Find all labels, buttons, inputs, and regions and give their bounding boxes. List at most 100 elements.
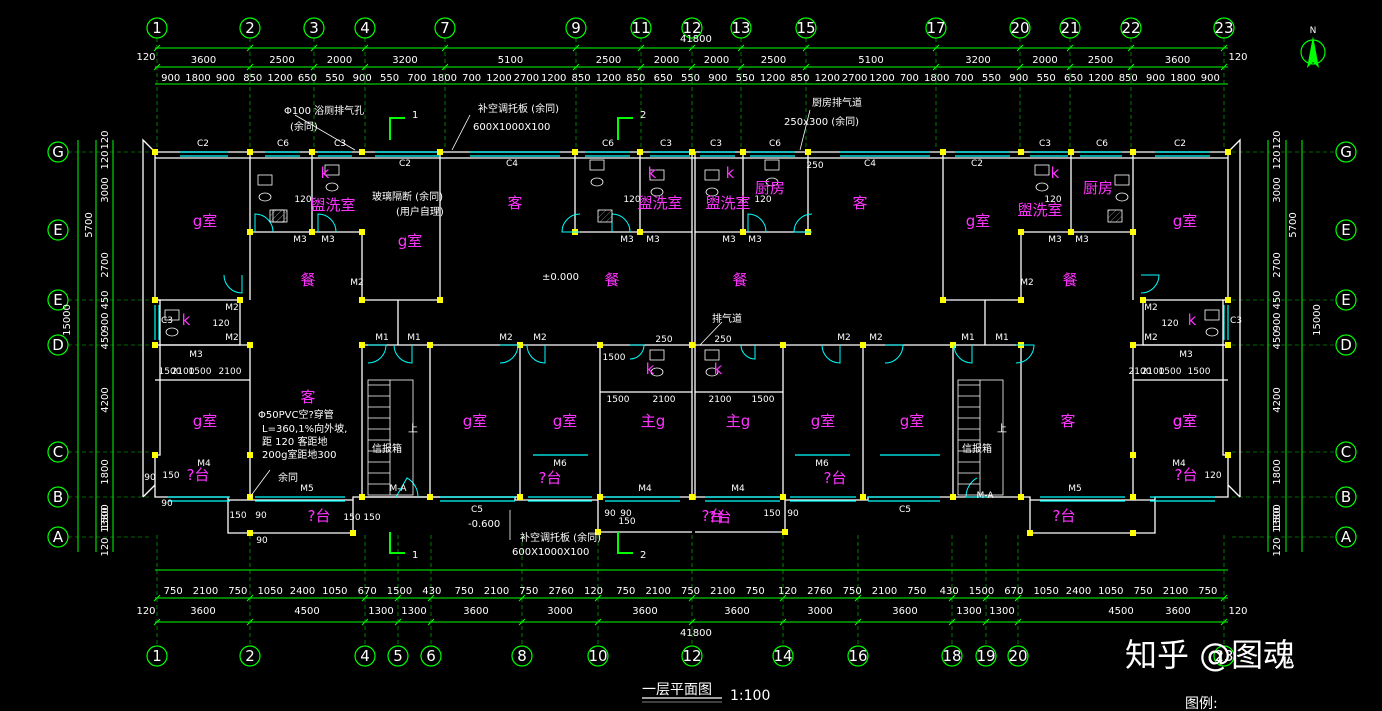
value-tag: 150 bbox=[229, 511, 246, 521]
axis-bubble-top bbox=[239, 17, 261, 39]
column bbox=[782, 529, 788, 535]
column bbox=[247, 452, 253, 458]
door-swing bbox=[561, 213, 581, 233]
door-tag: M6 bbox=[815, 459, 829, 469]
dim-right-inner: 3000 bbox=[1272, 177, 1283, 202]
column bbox=[427, 342, 433, 348]
column bbox=[359, 229, 365, 235]
room-label: g室 bbox=[966, 212, 991, 230]
column bbox=[805, 149, 811, 155]
axis-bubble-bottom bbox=[772, 645, 794, 667]
axis-label-right: E bbox=[1341, 291, 1350, 309]
column bbox=[597, 342, 603, 348]
axis-label-left: D bbox=[52, 336, 64, 354]
note-ac-board-top: 补空调托板 (余同) bbox=[478, 102, 559, 115]
axis-bubble-bottom bbox=[587, 645, 609, 667]
dim-top-row2: 1200 bbox=[815, 73, 840, 84]
door-swing bbox=[395, 477, 419, 498]
dim-top-row2: 850 bbox=[626, 73, 645, 84]
fixture bbox=[258, 192, 272, 202]
door-tag: M3 bbox=[1075, 235, 1089, 245]
axis-bubble-right bbox=[1335, 219, 1357, 241]
column bbox=[152, 149, 158, 155]
axis-label-top: 9 bbox=[571, 19, 581, 37]
dim-bottom-row1: 750 bbox=[616, 586, 635, 597]
door-swing bbox=[884, 344, 904, 364]
column bbox=[597, 494, 603, 500]
value-tag: 90 bbox=[256, 536, 268, 546]
axis-label-top: 1 bbox=[152, 19, 162, 37]
dim-left-inner: 450 bbox=[100, 330, 111, 349]
axis-bubble-right bbox=[1335, 334, 1357, 356]
dim-top-row2: 1200 bbox=[869, 73, 894, 84]
column bbox=[1018, 149, 1024, 155]
axis-grid-lines bbox=[68, 38, 1336, 646]
axis-label-bottom: 5 bbox=[393, 647, 403, 665]
window-tag: C4 bbox=[864, 159, 876, 169]
value-tag: 90 bbox=[787, 509, 799, 519]
room-label: k bbox=[321, 164, 330, 182]
value-tag: 90 bbox=[255, 511, 267, 521]
column bbox=[1130, 229, 1136, 235]
column bbox=[940, 149, 946, 155]
axis-bubble-left bbox=[47, 486, 69, 508]
axis-label-top: 7 bbox=[440, 19, 450, 37]
dim-top-row2: 900 bbox=[1009, 73, 1028, 84]
dim-top-row2: 850 bbox=[243, 73, 262, 84]
column bbox=[780, 342, 786, 348]
column bbox=[359, 297, 365, 303]
fixture bbox=[1034, 164, 1050, 176]
door-tag: M2 bbox=[225, 333, 239, 343]
room-label: g室 bbox=[398, 232, 423, 250]
door-tag: M3 bbox=[1179, 350, 1193, 360]
column bbox=[437, 297, 443, 303]
value-tag: 2100 bbox=[709, 395, 732, 405]
fixture bbox=[324, 164, 340, 176]
balcony-label: ?台 bbox=[702, 507, 725, 525]
section-marks bbox=[389, 117, 633, 554]
section-1-top: 1 bbox=[412, 110, 418, 121]
dim-bottom-row2: 3000 bbox=[547, 606, 572, 617]
dim-bottom-row2: 4500 bbox=[294, 606, 319, 617]
dim-bottom-row1: 1050 bbox=[257, 586, 282, 597]
door-tag: M3 bbox=[646, 235, 660, 245]
door-swing bbox=[611, 213, 631, 233]
room-label: g室 bbox=[193, 412, 218, 430]
dim-bottom-row2: 1300 bbox=[989, 606, 1014, 617]
dim-right-inner: 450 bbox=[1272, 290, 1283, 309]
dim-top-row2: 550 bbox=[1037, 73, 1056, 84]
door-tag: M-A bbox=[390, 484, 408, 494]
section-2-bottom: 2 bbox=[640, 550, 646, 561]
dim-bottom-row1: 750 bbox=[1134, 586, 1153, 597]
room-label: k bbox=[1188, 311, 1197, 329]
value-tag: 2100 bbox=[172, 367, 195, 377]
window-tag: C6 bbox=[769, 139, 781, 149]
door-swing bbox=[821, 344, 841, 364]
column bbox=[950, 494, 956, 500]
dim-top-row2: 550 bbox=[325, 73, 344, 84]
dim-right-inner: 450 bbox=[1272, 330, 1283, 349]
axis-label-top: 23 bbox=[1214, 19, 1233, 37]
value-tag: 150 bbox=[618, 517, 635, 527]
column bbox=[1068, 229, 1074, 235]
value-tag: 250 bbox=[806, 161, 823, 171]
door-swing bbox=[953, 344, 973, 364]
axis-bubble-bottom bbox=[1213, 645, 1235, 667]
room-label: 主g bbox=[726, 412, 751, 430]
dim-bottom-row2: 3600 bbox=[1165, 606, 1190, 617]
dim-bottom-row1: 2100 bbox=[484, 586, 509, 597]
dim-top-row1: 5100 bbox=[858, 55, 883, 66]
door-tag: M3 bbox=[1048, 235, 1062, 245]
dim-bottom-row2: 4500 bbox=[1108, 606, 1133, 617]
door-swing bbox=[1140, 274, 1160, 294]
dim-top-row2: 2700 bbox=[514, 73, 539, 84]
dim-bottom-row1: 120 bbox=[778, 586, 797, 597]
dim-top-row2: 1800 bbox=[1170, 73, 1195, 84]
axis-bubble-top bbox=[354, 17, 376, 39]
column bbox=[359, 342, 365, 348]
door-tag: M4 bbox=[638, 484, 652, 494]
note-level-neg: -0.600 bbox=[468, 519, 500, 530]
room-label: 客 bbox=[1060, 412, 1075, 430]
axis-bubble-top bbox=[1120, 17, 1142, 39]
